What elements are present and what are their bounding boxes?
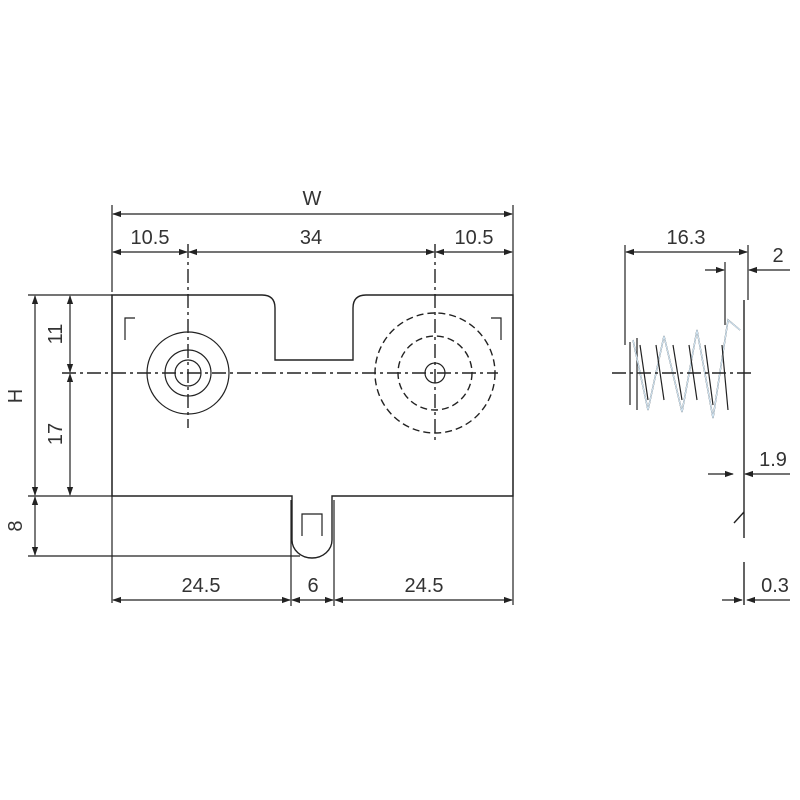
top-dim-3: 10.5 xyxy=(455,227,494,249)
tab-dim: 8 xyxy=(5,520,27,531)
front-view: W 10.5 34 10.5 H 11 17 8 24.5 6 24.5 xyxy=(5,188,514,606)
left-dim-2: 17 xyxy=(45,423,67,445)
contact-plate xyxy=(111,294,514,559)
bottom-u-tab xyxy=(301,513,323,536)
top-dim-1: 10.5 xyxy=(131,227,170,249)
offset-dim: 2 xyxy=(772,245,783,267)
thickness-dim: 1.9 xyxy=(759,449,787,471)
bottom-dim-1: 24.5 xyxy=(182,575,221,597)
bottom-dim-2: 6 xyxy=(307,575,318,597)
coil-spring xyxy=(629,318,741,419)
top-dim-2: 34 xyxy=(300,227,322,249)
extension-lines xyxy=(28,205,514,606)
side-extension-lines xyxy=(624,245,749,345)
side-view: 16.3 2 1.9 0.3 xyxy=(612,227,790,605)
spring-length-dim: 16.3 xyxy=(667,227,706,249)
bottom-dim-3: 24.5 xyxy=(405,575,444,597)
plate-bend xyxy=(733,511,745,538)
left-dim-1: 11 xyxy=(45,324,67,345)
width-label: W xyxy=(303,188,322,210)
height-label: H xyxy=(5,389,27,403)
left-u-tab xyxy=(124,317,135,340)
right-u-tab xyxy=(491,317,502,340)
sheet-dim: 0.3 xyxy=(761,575,789,597)
